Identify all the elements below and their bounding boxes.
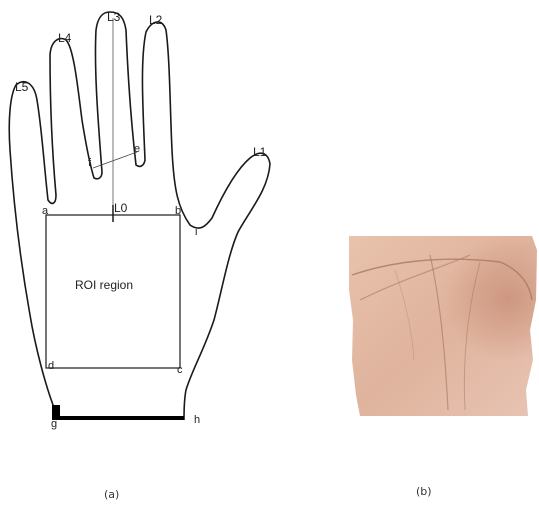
label-a: a <box>42 205 49 217</box>
caption-b: (b) <box>416 485 432 498</box>
panel-b: (b) <box>349 236 537 498</box>
hand-outline <box>9 12 270 420</box>
label-l2: L2 <box>149 13 163 27</box>
label-b: b <box>175 205 181 217</box>
label-l4: L4 <box>58 31 72 45</box>
label-i: i <box>195 226 197 238</box>
label-d: d <box>48 360 54 372</box>
label-g: g <box>51 418 57 430</box>
label-c: c <box>177 364 183 376</box>
label-l5: L5 <box>15 80 29 94</box>
caption-a: (a) <box>104 488 119 501</box>
roi-region-label: ROI region <box>75 278 133 292</box>
f-e-line <box>93 152 137 168</box>
palm-roi-image <box>349 236 537 416</box>
label-e: e <box>134 143 140 155</box>
panel-a: L5 L4 L3 L2 L1 L0 a b c d e f g h i ROI … <box>9 10 270 501</box>
label-l1: L1 <box>253 145 267 159</box>
label-l3: L3 <box>107 10 121 24</box>
label-h: h <box>194 414 200 426</box>
label-l0: L0 <box>114 201 128 215</box>
